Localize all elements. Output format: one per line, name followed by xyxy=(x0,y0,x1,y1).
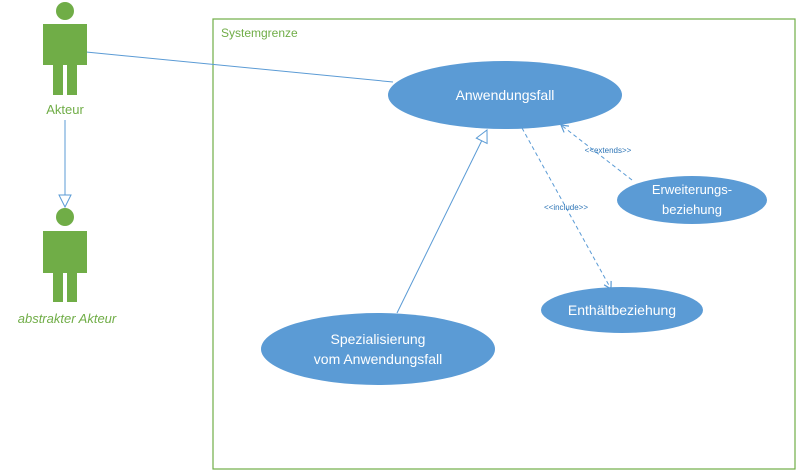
include-label: <<include>> xyxy=(544,203,588,212)
use-case-spezialisierung: Spezialisierung vom Anwendungsfall xyxy=(261,313,495,385)
actor-akteur-label: Akteur xyxy=(46,102,84,117)
actor-abstrakter-akteur: abstrakter Akteur xyxy=(18,208,117,326)
use-case-erweiterungsbeziehung: Erweiterungs- beziehung xyxy=(617,176,767,224)
use-case-erweiterungsbeziehung-label-line1: Erweiterungs- xyxy=(652,182,732,197)
use-case-anwendungsfall-label: Anwendungsfall xyxy=(456,87,555,103)
actor-figure-icon xyxy=(43,2,87,95)
use-case-erweiterungsbeziehung-label-line2: beziehung xyxy=(662,202,722,217)
extends-line xyxy=(560,124,633,181)
association-line xyxy=(85,51,394,83)
system-boundary: Systemgrenze xyxy=(212,18,796,470)
specialization-line xyxy=(396,128,488,314)
system-boundary-label: Systemgrenze xyxy=(221,26,298,40)
actor-abstrakter-akteur-label: abstrakter Akteur xyxy=(18,311,117,326)
include-line xyxy=(521,127,612,291)
use-case-enthaeltbeziehung-label: Enthältbeziehung xyxy=(568,302,676,318)
extends-label: <<extends>> xyxy=(585,146,632,155)
use-case-spezialisierung-label-line1: Spezialisierung xyxy=(331,331,426,347)
use-case-anwendungsfall: Anwendungsfall xyxy=(388,61,622,129)
actor-akteur: Akteur xyxy=(43,2,87,117)
use-case-spezialisierung-label-line2: vom Anwendungsfall xyxy=(314,351,442,367)
use-case-enthaeltbeziehung: Enthältbeziehung xyxy=(541,287,703,333)
actor-figure-icon xyxy=(43,208,87,302)
